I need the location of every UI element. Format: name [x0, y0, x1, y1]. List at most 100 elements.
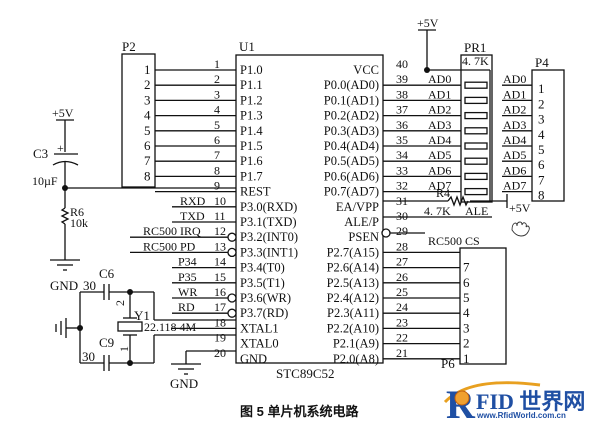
p4-net-label: AD1: [503, 87, 526, 101]
pin-number: 13: [214, 239, 226, 253]
pr1-net-label: AD7: [428, 179, 451, 193]
p2-connector: [121, 53, 156, 188]
c3-value: 10µF: [32, 174, 58, 188]
p4-net-label: AD3: [503, 118, 526, 132]
pin-name: VCC: [353, 63, 379, 77]
pin-name: P3.6(WR): [240, 291, 291, 305]
pin-number: 37: [396, 103, 408, 117]
pin-name: P1.5: [240, 139, 263, 153]
pin-name: P0.0(AD0): [324, 78, 379, 92]
pin-number: 6: [214, 133, 220, 147]
r6-resistor: [60, 207, 70, 225]
pin-number: 40: [396, 57, 408, 71]
pin-number: 12: [214, 224, 226, 238]
pr1-resistor: [464, 96, 488, 105]
gnd-chip-label: GND: [170, 376, 198, 391]
pin-number: 21: [396, 346, 408, 360]
net-label: WR: [178, 285, 197, 299]
u1-part-label: STC89C52: [276, 366, 335, 381]
pr1-resistor: [464, 111, 488, 120]
p2-ref: P2: [122, 39, 136, 54]
pin-name: GND: [240, 352, 267, 366]
p4-pin-number: 3: [538, 112, 545, 127]
u1-pin-7: P1.677: [144, 148, 263, 168]
net-label: P34: [178, 255, 197, 269]
r4-resistor: [447, 195, 469, 207]
u1-pin-1: P1.011: [144, 57, 263, 77]
c9-value: 30: [82, 349, 95, 364]
reset-supply-label: +5V: [52, 106, 74, 120]
pin-number: 19: [214, 331, 226, 345]
pin-name: P0.3(AD3): [324, 124, 379, 138]
p4-pin-number: 5: [538, 142, 545, 157]
pin-number: 14: [214, 255, 226, 269]
u1-pin-28: P2.7(A15)28: [327, 239, 460, 259]
pin-name: ALE/P: [344, 215, 379, 229]
pin-number: 30: [396, 209, 408, 223]
net-label: TXD: [180, 209, 205, 223]
p4-pin-number: 6: [538, 157, 545, 172]
pin-number: 18: [214, 315, 226, 329]
pin-name: P3.1(TXD): [240, 215, 297, 229]
p2-pin-number: 6: [144, 138, 151, 153]
pin-number: 9: [214, 179, 220, 193]
crystal-gnd-label: GND: [50, 278, 78, 293]
pr1-resistor: [464, 142, 488, 150]
pin-number: 29: [396, 224, 408, 238]
pin-number: 24: [396, 300, 408, 314]
pr1-net-label: AD4: [428, 133, 451, 147]
pin-name: P0.6(AD6): [324, 169, 379, 183]
pr1-value: 4. 7K: [462, 54, 489, 68]
pin-number: 39: [396, 72, 408, 86]
p4-net-label: AD5: [503, 148, 526, 162]
p4-pin-number: 2: [538, 96, 545, 111]
p2-pin-number: 1: [144, 62, 151, 77]
p4-net-label: AD4: [503, 133, 526, 147]
p6-ref: P6: [441, 356, 455, 371]
p6-pin-number: 6: [463, 275, 470, 290]
pin-name: EA/VPP: [336, 200, 379, 214]
pin-number: 5: [214, 118, 220, 132]
u1-ref: U1: [239, 39, 255, 54]
r6-value: 10k: [70, 216, 88, 230]
pr1-ref: PR1: [464, 40, 486, 55]
net-label: RD: [178, 300, 195, 314]
y1-pin1: 1: [117, 346, 131, 352]
y1-ref: Y1: [134, 308, 150, 323]
u1-pin-4: P1.344: [144, 103, 263, 123]
p6-pin-number: 7: [463, 260, 470, 275]
u1-pin-8: P1.788: [144, 163, 263, 183]
p2-pin-number: 8: [144, 168, 151, 183]
pin-number: 26: [396, 270, 408, 284]
pin-number: 38: [396, 87, 408, 101]
rc500-cs-label: RC500 CS: [428, 234, 480, 248]
pin-name: P0.1(AD1): [324, 93, 379, 107]
c6-value: 30: [83, 278, 96, 293]
c6-ref: C6: [99, 266, 115, 281]
u1-pin-3: P1.233: [144, 87, 263, 107]
p2-pin-number: 3: [144, 92, 151, 107]
p6-pin-number: 2: [463, 336, 470, 351]
pin-number: 7: [214, 148, 220, 162]
y1-pin2: 2: [113, 300, 127, 306]
p6-connector: [459, 247, 507, 365]
y1-crystal: [117, 321, 143, 332]
pin-name: P0.2(AD2): [324, 109, 379, 123]
vcc-supply-label: +5V: [417, 16, 439, 30]
p6-pin-number: 4: [463, 305, 470, 320]
p4-pin-number: 8: [538, 188, 545, 203]
net-label: RC500 PD: [143, 239, 196, 253]
